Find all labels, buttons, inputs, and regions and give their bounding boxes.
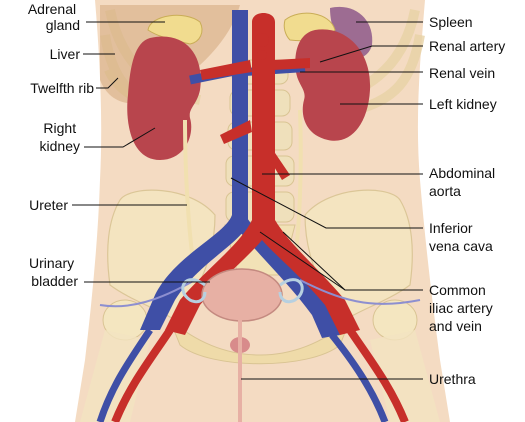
label-urinary-bladder-line-1: Urinary <box>29 255 74 271</box>
spleen <box>330 6 373 59</box>
label-abdominal-aorta-line-1: Abdominal <box>429 165 495 181</box>
label-adrenal-gland-line-2: gland <box>46 17 80 33</box>
label-inferior-vena-cava-line-1: Inferior <box>429 220 473 236</box>
inferior-vena-cava <box>140 10 248 330</box>
label-common-iliac-line-2: iliac artery <box>429 300 493 316</box>
label-common-iliac-line-1: Common <box>429 282 486 298</box>
label-inferior-vena-cava-line-2: vena cava <box>429 238 493 254</box>
aorta-branches <box>200 33 310 180</box>
bladder-vessels-left <box>278 278 304 304</box>
label-common-iliac: Common iliac artery and vein <box>429 282 497 334</box>
label-spleen: Spleen <box>429 14 473 30</box>
label-abdominal-aorta: Abdominal aorta <box>429 165 499 199</box>
external-iliac-right <box>111 327 174 422</box>
label-renal-artery: Renal artery <box>429 38 505 54</box>
leader-lines <box>72 21 423 380</box>
label-right-kidney-line-1: Right <box>43 120 76 136</box>
label-right-kidney: Right kidney <box>40 120 80 154</box>
label-left-kidney: Left kidney <box>429 96 497 112</box>
label-urinary-bladder: Urinary bladder <box>29 255 78 289</box>
femur-left <box>370 330 440 422</box>
label-ureter: Ureter <box>29 197 68 213</box>
urinary-bladder <box>201 268 283 322</box>
label-urethra: Urethra <box>429 371 476 387</box>
label-inferior-vena-cava: Inferior vena cava <box>429 220 493 254</box>
bladder-vessels-right <box>181 278 207 304</box>
left-kidney <box>295 29 371 141</box>
external-iliac-left <box>346 327 409 422</box>
label-twelfth-rib: Twelfth rib <box>30 80 94 96</box>
small-vessel-left <box>299 279 421 305</box>
right-kidney <box>127 36 201 160</box>
label-adrenal-gland: Adrenal gland <box>28 1 80 33</box>
label-urinary-bladder-line-2: bladder <box>31 273 78 289</box>
label-right-kidney-line-2: kidney <box>40 138 80 154</box>
label-common-iliac-line-3: and vein <box>429 318 482 334</box>
left-common-iliac-vein <box>240 215 340 338</box>
external-iliac-vein-right <box>96 328 153 422</box>
label-renal-vein: Renal vein <box>429 65 495 81</box>
label-adrenal-gland-line-1: Adrenal <box>28 1 76 17</box>
external-iliac-vein-left <box>329 332 389 422</box>
label-liver: Liver <box>50 46 81 62</box>
label-abdominal-aorta-line-2: aorta <box>429 183 461 199</box>
